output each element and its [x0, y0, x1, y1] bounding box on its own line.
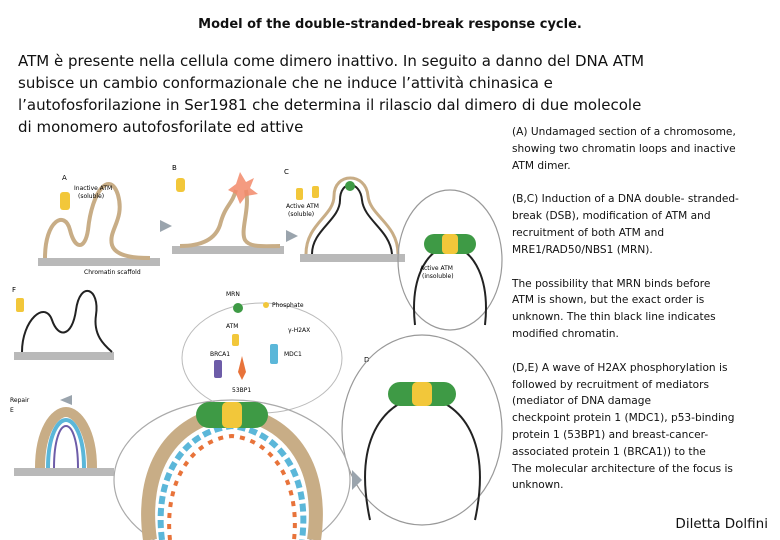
- label-inactive-atm: Inactive ATM(soluble): [74, 185, 112, 200]
- chromatin-loop-c: [311, 184, 393, 255]
- panel-label-e: E: [10, 407, 14, 414]
- chromatin-loop-e-left: [35, 406, 97, 469]
- caption-bc: (B,C) Induction of a DNA double- strande…: [512, 193, 739, 256]
- panel-b: B: [160, 164, 284, 254]
- zoom-circle-c: [397, 189, 503, 331]
- inactive-atm-dimer: [60, 192, 70, 210]
- legend-53bp1-label: 53BP1: [232, 387, 251, 394]
- label-inactive-atm-line1: Inactive ATM: [74, 185, 112, 192]
- atm-dimer-c-zoom: [442, 234, 458, 254]
- label-active-atm-line1: Active ATM: [286, 203, 319, 210]
- intro-text: ATM è presente nella cellula come dimero…: [18, 52, 645, 136]
- dsb-response-figure: A Inactive ATM(soluble) Chromatin scaffo…: [10, 164, 503, 540]
- chromatin-zoom-c: [413, 243, 487, 326]
- legend-mrn-label: MRN: [226, 291, 240, 298]
- slide-title: Model of the double-stranded-break respo…: [198, 17, 582, 32]
- central-focus: [113, 399, 351, 540]
- atm-c1: [296, 188, 303, 200]
- arrow-d-to-e: [352, 470, 362, 490]
- panel-a: A Inactive ATM(soluble) Chromatin scaffo…: [38, 174, 160, 276]
- atm-f: [16, 298, 24, 312]
- panel-e: E Repair: [10, 395, 362, 490]
- legend-mrn-icon: [233, 303, 243, 313]
- label-repair: Repair: [10, 397, 30, 404]
- focus-mdc1-layer: [157, 422, 307, 540]
- panel-label-f: F: [12, 286, 16, 294]
- chromatin-loop-a: [43, 182, 151, 260]
- focus-circle: [113, 399, 351, 540]
- scaffold-f: [14, 352, 114, 360]
- chromatin-outer-c: [304, 176, 400, 255]
- legend-circle: [181, 302, 343, 414]
- panel-c: C Active ATM(soluble): [284, 168, 405, 262]
- captions: (A) Undamaged section of a chromosome, s…: [512, 124, 774, 494]
- label-inactive-atm-line2: (soluble): [78, 193, 104, 200]
- chromatin-loop-e-core: [53, 424, 79, 469]
- label-active-atm-insoluble-line1: Active ATM: [420, 265, 453, 272]
- scaffold-b: [172, 246, 284, 254]
- legend-phosphate-icon: [263, 302, 269, 308]
- label-active-atm-line2: (soluble): [288, 211, 314, 218]
- atm-c2: [312, 186, 319, 198]
- arrow-repair: [60, 395, 72, 405]
- label-active-atm: Active ATM(soluble): [286, 203, 319, 218]
- panel-c-zoom: Active ATM(insoluble): [397, 189, 503, 331]
- scaffold-a: [38, 258, 160, 266]
- legend-atm-icon: [232, 334, 239, 346]
- atm-b: [176, 178, 185, 192]
- legend-mdc1-label: MDC1: [284, 351, 302, 358]
- atm-dimer-d: [412, 382, 432, 406]
- chromatin-loop-f: [21, 289, 113, 353]
- panel-label-c: C: [284, 168, 289, 176]
- panel-d: D: [341, 334, 503, 526]
- focus-chromatin: [141, 404, 323, 540]
- mrn-c: [345, 181, 355, 191]
- arrow-b-to-c: [286, 230, 298, 242]
- label-active-atm-insoluble-line2: (insoluble): [422, 273, 454, 280]
- arrow-a-to-b: [160, 220, 172, 232]
- legend-phosphate-label: Phosphate: [272, 302, 304, 309]
- label-active-atm-insoluble: Active ATM(insoluble): [420, 265, 454, 280]
- legend-53bp1-icon: [238, 356, 246, 380]
- legend-atm-label: ATM: [226, 323, 238, 330]
- chromatin-zoom-d: [364, 393, 481, 521]
- chromatin-loop-e-inner: [46, 417, 86, 469]
- caption-de: (D,E) A wave of H2AX phosphorylation is …: [512, 361, 735, 492]
- focus-53bp1-layer: [167, 433, 297, 540]
- focus-atm-dimer: [222, 402, 242, 428]
- legend-gamma-h2ax-label: γ-H2AX: [288, 327, 310, 334]
- legend-mdc1-icon: [270, 344, 278, 364]
- panel-label-a: A: [62, 174, 67, 182]
- dsb-break-icon: [228, 172, 258, 204]
- legend: MRN Phosphate ATM γ-H2AX BRCA1 MDC1 53BP…: [181, 291, 343, 414]
- author-name: Diletta Dolfini: [675, 516, 768, 532]
- chromatin-loop-b: [179, 189, 281, 249]
- scaffold-e: [14, 468, 114, 476]
- caption-a: (A) Undamaged section of a chromosome, s…: [512, 126, 736, 172]
- legend-brca1-icon: [214, 360, 222, 378]
- label-chromatin-scaffold: Chromatin scaffold: [84, 269, 141, 276]
- zoom-circle-d: [341, 334, 503, 526]
- legend-brca1-label: BRCA1: [210, 351, 230, 358]
- scaffold-c: [300, 254, 405, 262]
- panel-label-d: D: [364, 356, 369, 364]
- panel-f: F: [12, 286, 114, 360]
- panel-label-b: B: [172, 164, 177, 172]
- caption-order: The possibility that MRN binds before AT…: [512, 277, 716, 340]
